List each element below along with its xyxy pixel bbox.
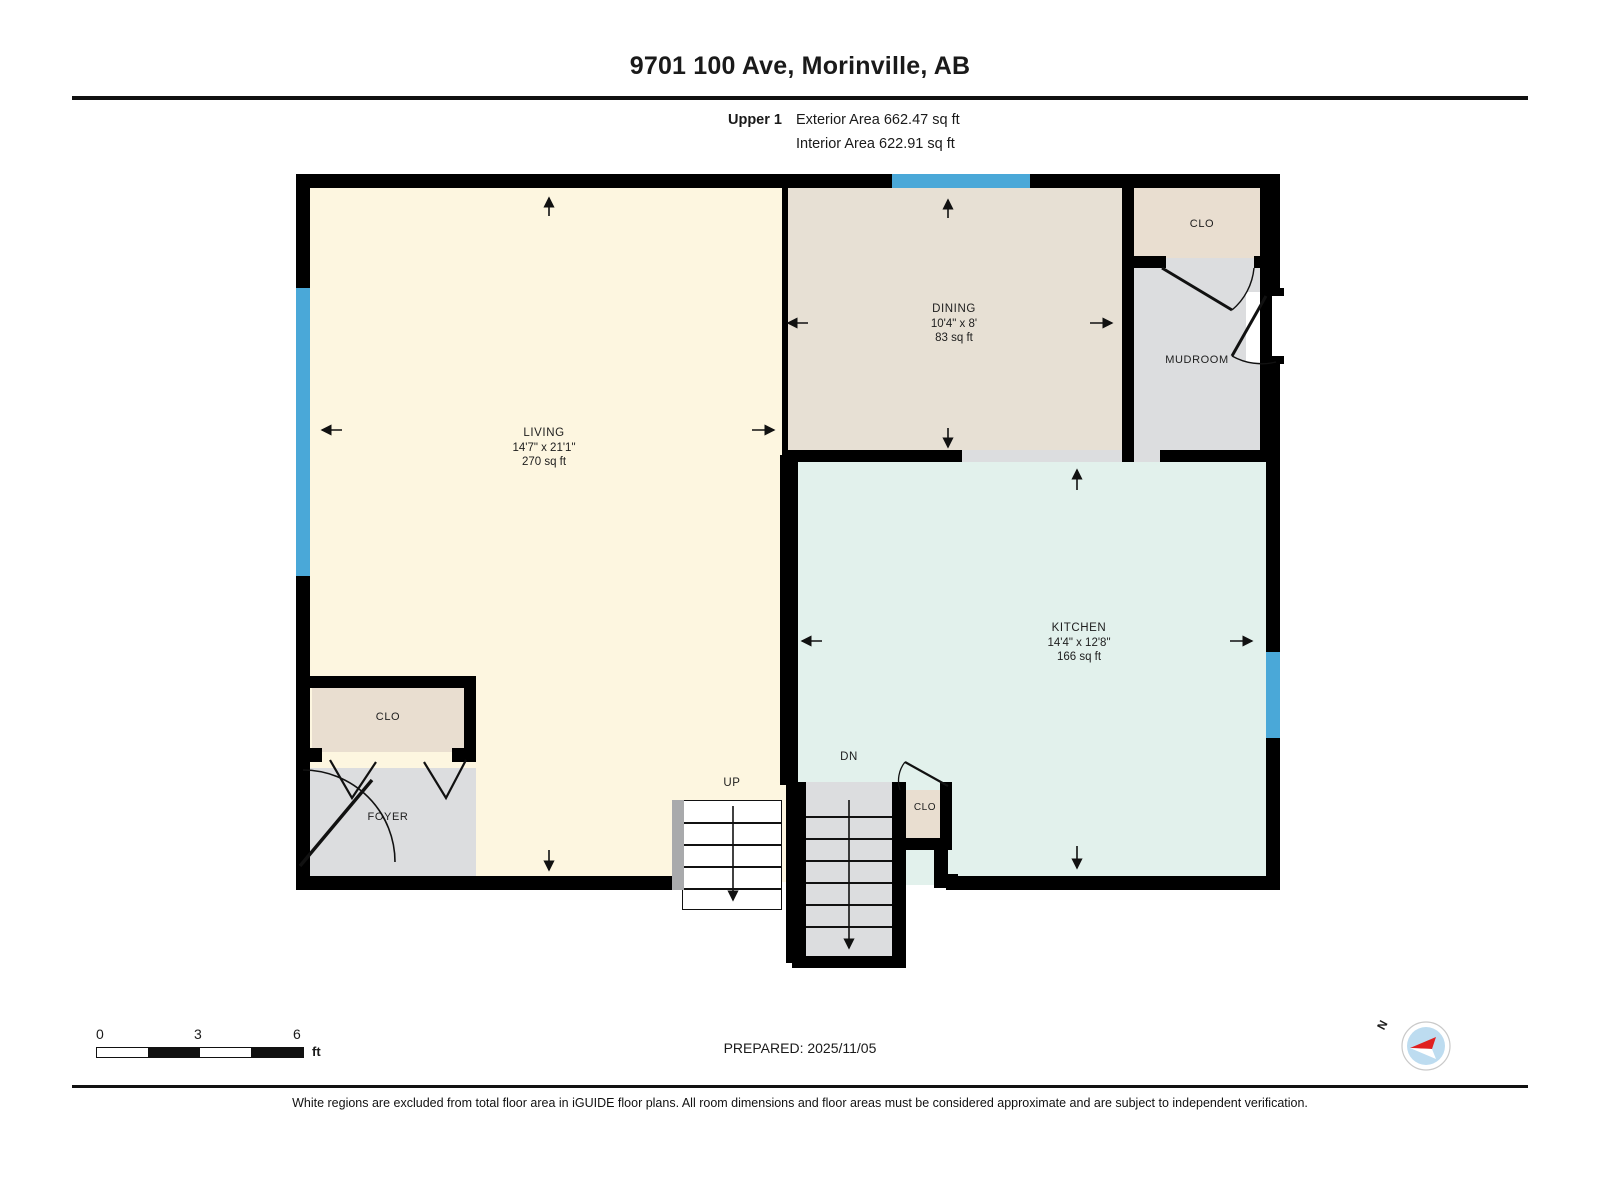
scale-tick-0: 0 <box>96 1026 104 1042</box>
page-title: 9701 100 Ave, Morinville, AB <box>629 52 971 80</box>
scale-tick-3: 3 <box>194 1026 202 1042</box>
stair-dn-tread <box>806 904 892 906</box>
wall-kitchen-bottom-left-stub <box>934 874 958 888</box>
wall-kitchen-left-upper <box>786 455 798 785</box>
threshold-kitchen-mudroom <box>1052 450 1164 462</box>
window-top-dining <box>892 174 1030 188</box>
area-summary: Upper 1 Exterior Area 662.47 sq ft Interi… <box>728 108 960 156</box>
wall-mudroom-alcove-top <box>1266 288 1284 296</box>
room-label-living: LIVING 14'7" x 21'1" 270 sq ft <box>451 426 637 470</box>
wall-exterior-bottom-kitchen <box>946 876 1280 890</box>
threshold-mudroom-closet <box>1164 258 1258 270</box>
room-label-dining-area: 83 sq ft <box>935 332 973 344</box>
wall-foyer-door-jamb-bottom <box>296 860 310 890</box>
room-fill-dining <box>786 180 1122 455</box>
wall-foyer-closet-right <box>464 676 476 760</box>
wall-foyer-closet-top <box>300 676 476 688</box>
room-label-dining-name: DINING <box>932 303 976 315</box>
wall-kitchen-top-right <box>1160 450 1280 462</box>
room-label-dining: DINING 10'4" x 8' 83 sq ft <box>861 302 1047 346</box>
stair-up-tread <box>682 888 782 890</box>
scale-tick-labels: 0 3 6 <box>96 1026 304 1044</box>
room-label-mudroom: MUDROOM <box>1165 354 1229 366</box>
room-label-closet-stair: CLO <box>913 802 937 813</box>
interior-area-text: Interior Area 622.91 sq ft <box>796 136 955 152</box>
room-label-foyer: FOYER <box>367 811 409 823</box>
stair-dn-tread <box>806 816 892 818</box>
room-label-kitchen-dims: 14'4" x 12'8" <box>1047 636 1111 649</box>
scale-bar <box>96 1047 304 1058</box>
room-label-closet-mudroom: CLO <box>1189 218 1215 230</box>
wall-stair-dn-right <box>892 782 906 968</box>
wall-stair-dn-left <box>792 782 806 968</box>
stair-up-tread <box>682 844 782 846</box>
stair-dn-tread <box>806 838 892 840</box>
wall-closet-mudroom-bottom-left <box>1122 256 1166 268</box>
wall-exterior-right-lower <box>1266 736 1280 888</box>
room-label-kitchen-name: KITCHEN <box>1051 622 1107 634</box>
room-fill-foyer <box>300 768 476 882</box>
stair-up-tread <box>682 866 782 868</box>
threshold-dining-kitchen <box>960 450 1052 462</box>
level-label: Upper 1 <box>728 112 782 128</box>
stair-up-tread <box>682 822 782 824</box>
stair-up-landing-strip <box>672 800 684 890</box>
wall-living-right-lower <box>780 455 786 785</box>
wall-living-dining-divider <box>782 188 788 456</box>
stair-dn-tread <box>806 882 892 884</box>
wall-stair-dn-bottom <box>792 954 906 968</box>
stair-label-up: UP <box>723 777 741 789</box>
prepared-date: PREPARED: 2025/11/05 <box>723 1040 877 1056</box>
wall-exterior-left-upper <box>296 174 310 290</box>
scale-bar-segment <box>251 1048 303 1057</box>
stair-dn <box>806 794 892 956</box>
room-fill-closet-mudroom <box>1132 186 1272 262</box>
threshold-foyer-living <box>464 768 476 868</box>
stair-dn-tread <box>806 860 892 862</box>
wall-foyer-left-upper <box>296 676 310 762</box>
scale-tick-6: 6 <box>293 1026 301 1042</box>
window-left-living <box>296 288 310 576</box>
scale-unit-label: ft <box>312 1044 321 1059</box>
room-label-living-dims: 14'7" x 21'1" <box>512 441 576 454</box>
room-label-kitchen-area: 166 sq ft <box>1056 651 1102 663</box>
wall-closet-foyer-bottom-right <box>452 748 476 762</box>
stair-up <box>682 800 782 910</box>
room-label-dining-dims: 10'4" x 8' <box>930 317 978 330</box>
stair-dn-tread <box>806 926 892 928</box>
room-fill-closet-foyer <box>312 684 464 752</box>
stair-label-dn: DN <box>840 751 858 763</box>
room-label-living-area: 270 sq ft <box>521 456 567 468</box>
wall-exterior-top <box>296 174 1280 188</box>
threshold-kitchen-stair <box>800 782 896 794</box>
exterior-area-text: Exterior Area 662.47 sq ft <box>796 112 960 128</box>
scale-bar-segment <box>148 1048 200 1057</box>
window-right-kitchen <box>1266 652 1280 738</box>
wall-kitchen-top-left <box>786 450 962 462</box>
room-fill-living <box>302 180 786 882</box>
room-label-kitchen: KITCHEN 14'4" x 12'8" 166 sq ft <box>986 621 1172 665</box>
room-label-closet-foyer: CLO <box>375 711 401 723</box>
scale-bar-group: 0 3 6 <box>96 1026 304 1058</box>
title-divider <box>72 96 1528 100</box>
disclaimer-text: White regions are excluded from total fl… <box>292 1096 1308 1110</box>
footer-divider <box>72 1085 1528 1088</box>
wall-exterior-bottom-left <box>296 876 686 890</box>
room-label-living-name: LIVING <box>523 427 565 439</box>
wall-closet-stair-right <box>940 782 952 846</box>
